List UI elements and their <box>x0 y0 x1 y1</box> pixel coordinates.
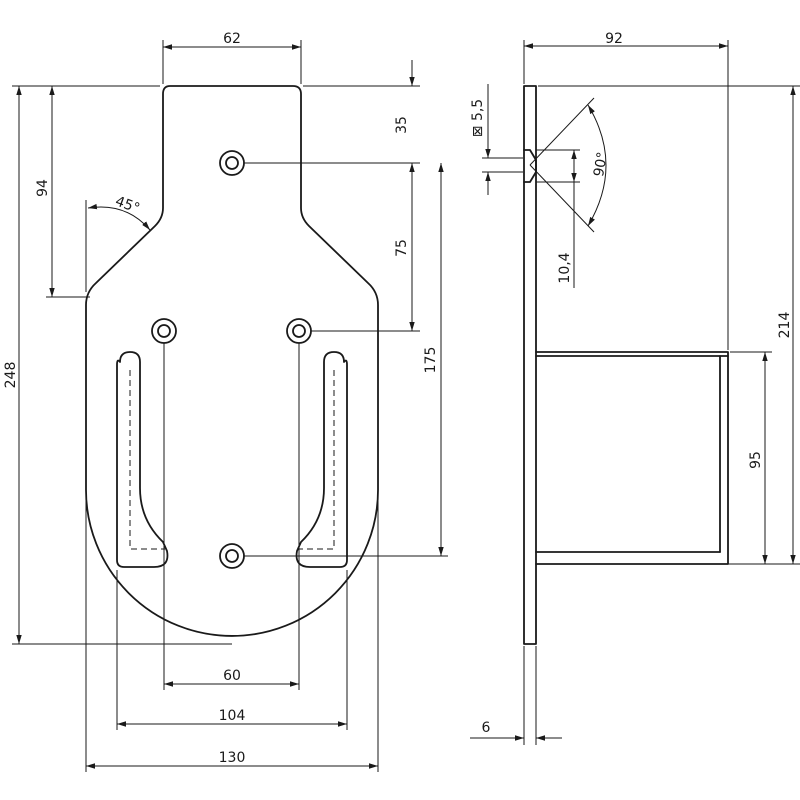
dim-hole-spacing-175: 175 <box>423 347 439 374</box>
side-view <box>523 85 729 645</box>
hole-top <box>219 150 245 176</box>
dim-slot-spacing: 104 <box>219 708 246 724</box>
dim-box-height: 95 <box>748 451 764 469</box>
dim-angle: 45° <box>113 193 142 217</box>
side-plate <box>523 85 537 645</box>
dim-screw-size: ⊠ 5,5 <box>470 99 486 137</box>
side-box <box>535 351 729 565</box>
left-slot <box>116 351 169 568</box>
dim-countersink-diameter: 10,4 <box>557 252 573 283</box>
front-dimensions: 62 248 94 45° 35 75 175 60 <box>3 31 448 772</box>
dim-depth-total: 92 <box>605 31 623 47</box>
dim-countersink-angle: 90° <box>591 151 611 178</box>
dim-height-total: 248 <box>3 362 19 389</box>
countersink <box>523 149 537 183</box>
hole-right <box>286 318 312 344</box>
dim-hole-spacing-60: 60 <box>223 668 241 684</box>
right-slot <box>295 351 348 568</box>
dim-width-total: 130 <box>219 750 246 766</box>
dim-hole-spacing-75: 75 <box>394 239 410 257</box>
dim-width-top: 62 <box>223 31 241 47</box>
dim-side-height: 214 <box>777 312 793 339</box>
front-view <box>85 85 379 637</box>
hole-left <box>151 318 177 344</box>
dim-plate-thickness: 6 <box>482 720 491 736</box>
hole-bottom <box>219 543 245 569</box>
side-dimensions: 92 214 95 ⊠ 5,5 10,4 90° 6 <box>470 31 800 745</box>
plate-outline <box>85 85 379 637</box>
dim-top-hole: 35 <box>394 116 410 134</box>
left-slot-hidden <box>129 370 165 550</box>
right-slot-hidden <box>299 370 335 550</box>
dim-height-neck: 94 <box>35 179 51 197</box>
